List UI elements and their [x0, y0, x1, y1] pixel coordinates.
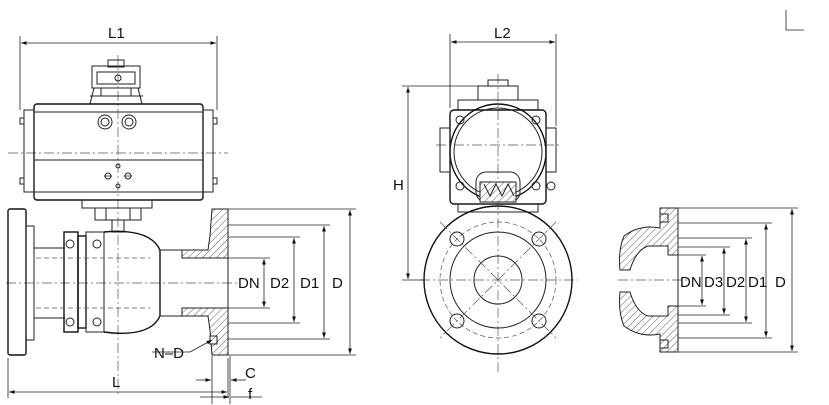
limit-switch-box: [89, 59, 143, 105]
dim-f-label: f: [248, 386, 253, 403]
front-dn-label: DN: [238, 275, 260, 292]
dim-h-label: H: [393, 177, 404, 194]
dim-l1-label: L1: [108, 25, 125, 42]
mounting-bracket: [81, 199, 153, 233]
dim-c-label: C: [245, 365, 256, 382]
side-view: L2 H: [393, 25, 578, 372]
end-dn-label: DN: [680, 274, 702, 291]
end-d1-label: D1: [748, 274, 767, 291]
end-d3-label: D3: [704, 274, 723, 291]
end-d2-label: D2: [726, 274, 745, 291]
flange-detail-view: DN D3 D2 D1 D: [618, 10, 804, 353]
front-d2-label: D2: [270, 275, 289, 292]
dim-l-label: L: [112, 374, 120, 391]
valve-body: [36, 230, 161, 334]
callout-n-d: N–D: [154, 345, 184, 362]
front-d-label: D: [332, 275, 343, 292]
left-flange: [7, 208, 65, 356]
actuator-end-view: [439, 103, 557, 213]
end-d-label: D: [775, 274, 786, 291]
front-d1-label: D1: [300, 275, 319, 292]
pneumatic-actuator: [19, 103, 218, 201]
dim-l2-label: L2: [494, 25, 511, 42]
front-view: L1 L N–D C f DN D2 D1: [6, 25, 356, 404]
right-flange-section: [160, 208, 229, 356]
